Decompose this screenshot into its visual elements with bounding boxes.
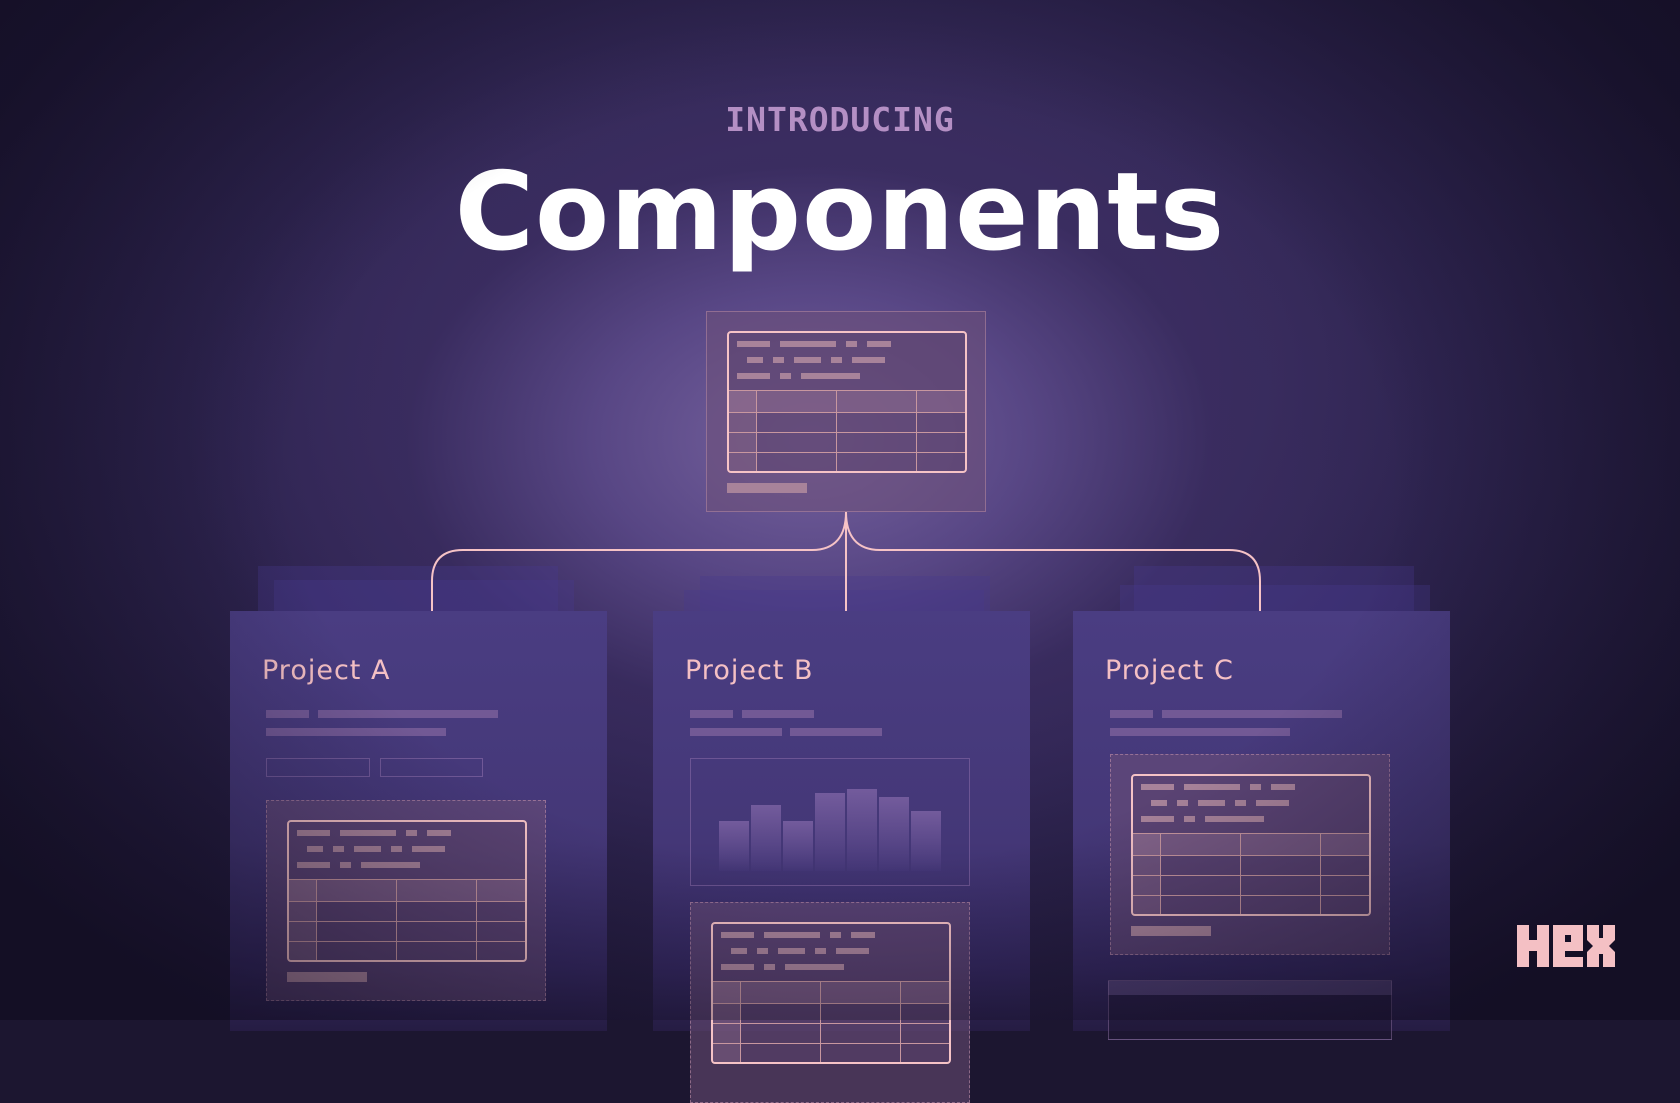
chart-bar <box>719 821 749 871</box>
table-preview-faded <box>1108 980 1392 1040</box>
chart-bar <box>879 797 909 871</box>
project-card-b[interactable]: Project B <box>653 611 1030 1103</box>
bar-chart-preview <box>690 758 970 886</box>
project-card-a[interactable]: Project A <box>230 611 607 1031</box>
project-card-c[interactable]: Project C <box>1073 611 1450 1040</box>
component-instance[interactable] <box>690 902 970 1103</box>
input-placeholder <box>380 758 483 777</box>
project-title: Project A <box>262 655 391 686</box>
chart-bar <box>847 789 877 871</box>
project-title: Project C <box>1105 655 1234 686</box>
chart-bar <box>751 805 781 871</box>
hex-logo-icon[interactable]: HEX <box>1517 925 1615 967</box>
chart-bar <box>815 793 845 871</box>
project-title: Project B <box>685 655 814 686</box>
chart-bar <box>783 821 813 871</box>
component-instance[interactable] <box>266 800 546 1001</box>
input-placeholder <box>266 758 370 777</box>
chart-bar <box>911 811 941 871</box>
component-instance[interactable] <box>1110 754 1390 955</box>
